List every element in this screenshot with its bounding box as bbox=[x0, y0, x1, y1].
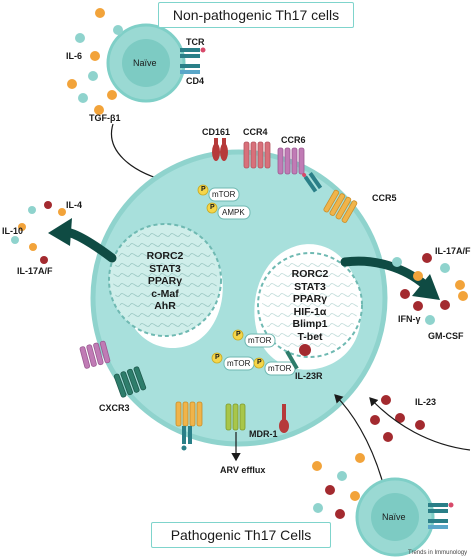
ccr6-receptor-lower bbox=[79, 340, 111, 369]
mtor-label-top: mTOR bbox=[212, 190, 236, 199]
mtor-label-3: mTOR bbox=[268, 364, 292, 373]
left-factor: c-Maf bbox=[151, 287, 179, 300]
cd161-receptor bbox=[212, 138, 228, 161]
secreted-dots-left bbox=[11, 201, 66, 264]
ccr6-label: CCR6 bbox=[281, 135, 306, 145]
ifng-label: IFN-γ bbox=[398, 314, 421, 324]
left-factor: AhR bbox=[154, 300, 176, 312]
il23r-label: IL-23R bbox=[295, 371, 323, 381]
il17af-label-right: IL-17A/F bbox=[435, 246, 471, 256]
top-cytokine-dots bbox=[67, 8, 123, 115]
il23-dots bbox=[370, 395, 425, 442]
journal-credit: Trends in Immunology bbox=[408, 550, 468, 556]
right-factor: PPARγ bbox=[292, 293, 328, 305]
tgfb1-label: TGF-β1 bbox=[89, 113, 121, 123]
left-factor: STAT3 bbox=[149, 262, 181, 275]
secretion-arrow-left bbox=[48, 218, 117, 263]
right-factor: HIF-1α bbox=[293, 305, 327, 318]
arrow-bottom-to-cell bbox=[334, 394, 383, 481]
right-factor: T-bet bbox=[297, 330, 323, 343]
ccr5-receptor bbox=[323, 189, 358, 223]
top-title: Non-pathogenic Th17 cells bbox=[158, 2, 354, 28]
tcr-label: TCR bbox=[186, 37, 205, 47]
right-factor: Blimp1 bbox=[292, 318, 328, 330]
tcr-receptor-lower bbox=[181, 426, 192, 451]
cd4-receptor bbox=[180, 64, 200, 74]
right-factor: STAT3 bbox=[294, 280, 326, 293]
arrow-il23-return bbox=[369, 397, 471, 451]
left-factor: PPARγ bbox=[147, 275, 183, 287]
right-nucleus-factors: RORC2 STAT3 PPARγ HIF-1α Blimp1 T-bet bbox=[281, 268, 339, 343]
ccr5-label: CCR5 bbox=[372, 193, 397, 203]
left-nucleus bbox=[108, 223, 222, 337]
phospho-label-3: P bbox=[236, 331, 241, 338]
left-nucleus-factors: RORC2 STAT3 PPARγ c-Maf AhR bbox=[140, 250, 190, 313]
mtor-label-1: mTOR bbox=[248, 336, 272, 345]
il23-label: IL-23 bbox=[415, 397, 437, 407]
arv-efflux-label: ARV efflux bbox=[220, 465, 266, 475]
il23r-receptor bbox=[285, 344, 311, 370]
naive-label-bottom: Naïve bbox=[382, 512, 406, 522]
cxcr3-receptor bbox=[113, 366, 147, 398]
phospho-label-2: P bbox=[210, 204, 215, 211]
naive-cell-bottom bbox=[355, 477, 454, 557]
naive-label-top: Naïve bbox=[133, 58, 157, 68]
cxcr3-label: CXCR3 bbox=[99, 403, 130, 413]
left-factor: RORC2 bbox=[146, 250, 184, 262]
bottom-title: Pathogenic Th17 Cells bbox=[151, 522, 331, 548]
tcr-receptor bbox=[180, 47, 206, 58]
mtor-label-2: mTOR bbox=[227, 359, 251, 368]
cd4-label: CD4 bbox=[186, 76, 205, 86]
il10-label: IL-10 bbox=[2, 226, 24, 236]
phospho-label-4: P bbox=[215, 354, 220, 361]
phospho-label-5: P bbox=[257, 359, 262, 366]
bottom-cytokine-dots bbox=[312, 453, 365, 519]
signaling-top bbox=[197, 184, 251, 220]
mdr1-label: MDR-1 bbox=[249, 429, 278, 439]
ccr4-receptor bbox=[243, 141, 271, 169]
il17af-label-left: IL-17A/F bbox=[17, 266, 53, 276]
gmcsf-label: GM-CSF bbox=[428, 331, 464, 341]
mdr1-transporter bbox=[225, 403, 246, 431]
ccr4-label: CCR4 bbox=[243, 127, 268, 137]
ampk-label: AMPK bbox=[222, 208, 245, 217]
signaling-lower bbox=[211, 329, 296, 376]
right-nucleus bbox=[257, 252, 363, 358]
cd161-label: CD161 bbox=[202, 127, 231, 137]
secreted-dots-right bbox=[392, 253, 468, 325]
phospho-label-1: P bbox=[201, 186, 206, 193]
naive-cell-top bbox=[106, 23, 186, 103]
ccr6-receptor bbox=[277, 147, 305, 175]
il6-label: IL-6 bbox=[66, 51, 83, 61]
il4-label: IL-4 bbox=[66, 200, 83, 210]
tcr-receptor-cell bbox=[302, 172, 323, 193]
cd161-receptor-lower bbox=[279, 404, 289, 433]
right-factor: RORC2 bbox=[291, 268, 329, 280]
